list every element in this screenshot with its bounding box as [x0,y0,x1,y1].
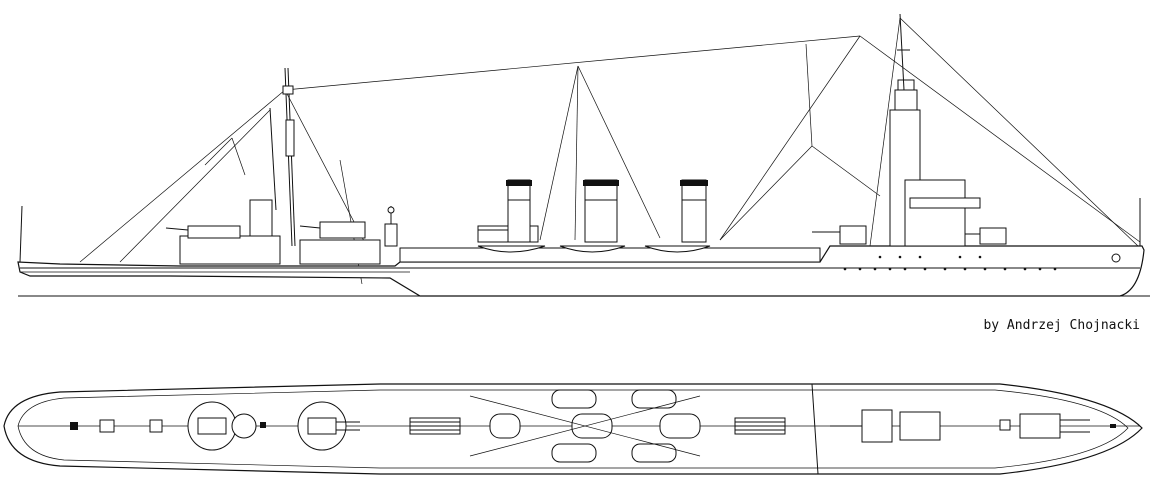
boats-plan [469,389,701,463]
plan-view [3,383,1143,475]
aft-turrets-plan [187,401,360,451]
anchor-icon [1111,253,1121,263]
bridge-tower [889,13,981,247]
forward-turret-side [812,225,1007,245]
hull-side [17,245,1145,297]
aft-mast [269,67,296,247]
midship-deck [399,225,821,263]
author-credit: by Andrzej Chojnacki [983,318,1140,333]
portholes [843,255,1057,271]
torpedo-tubes-plan [409,417,786,435]
funnel-2 [584,179,618,243]
side-profile [17,13,1150,297]
rigging-lines [79,17,1141,285]
deck-fittings [70,419,1116,433]
funnel-1 [507,179,531,243]
forward-turrets-plan [830,409,1090,443]
funnels [506,179,708,243]
aft-superstructure [165,199,398,265]
funnel-3 [681,179,707,243]
